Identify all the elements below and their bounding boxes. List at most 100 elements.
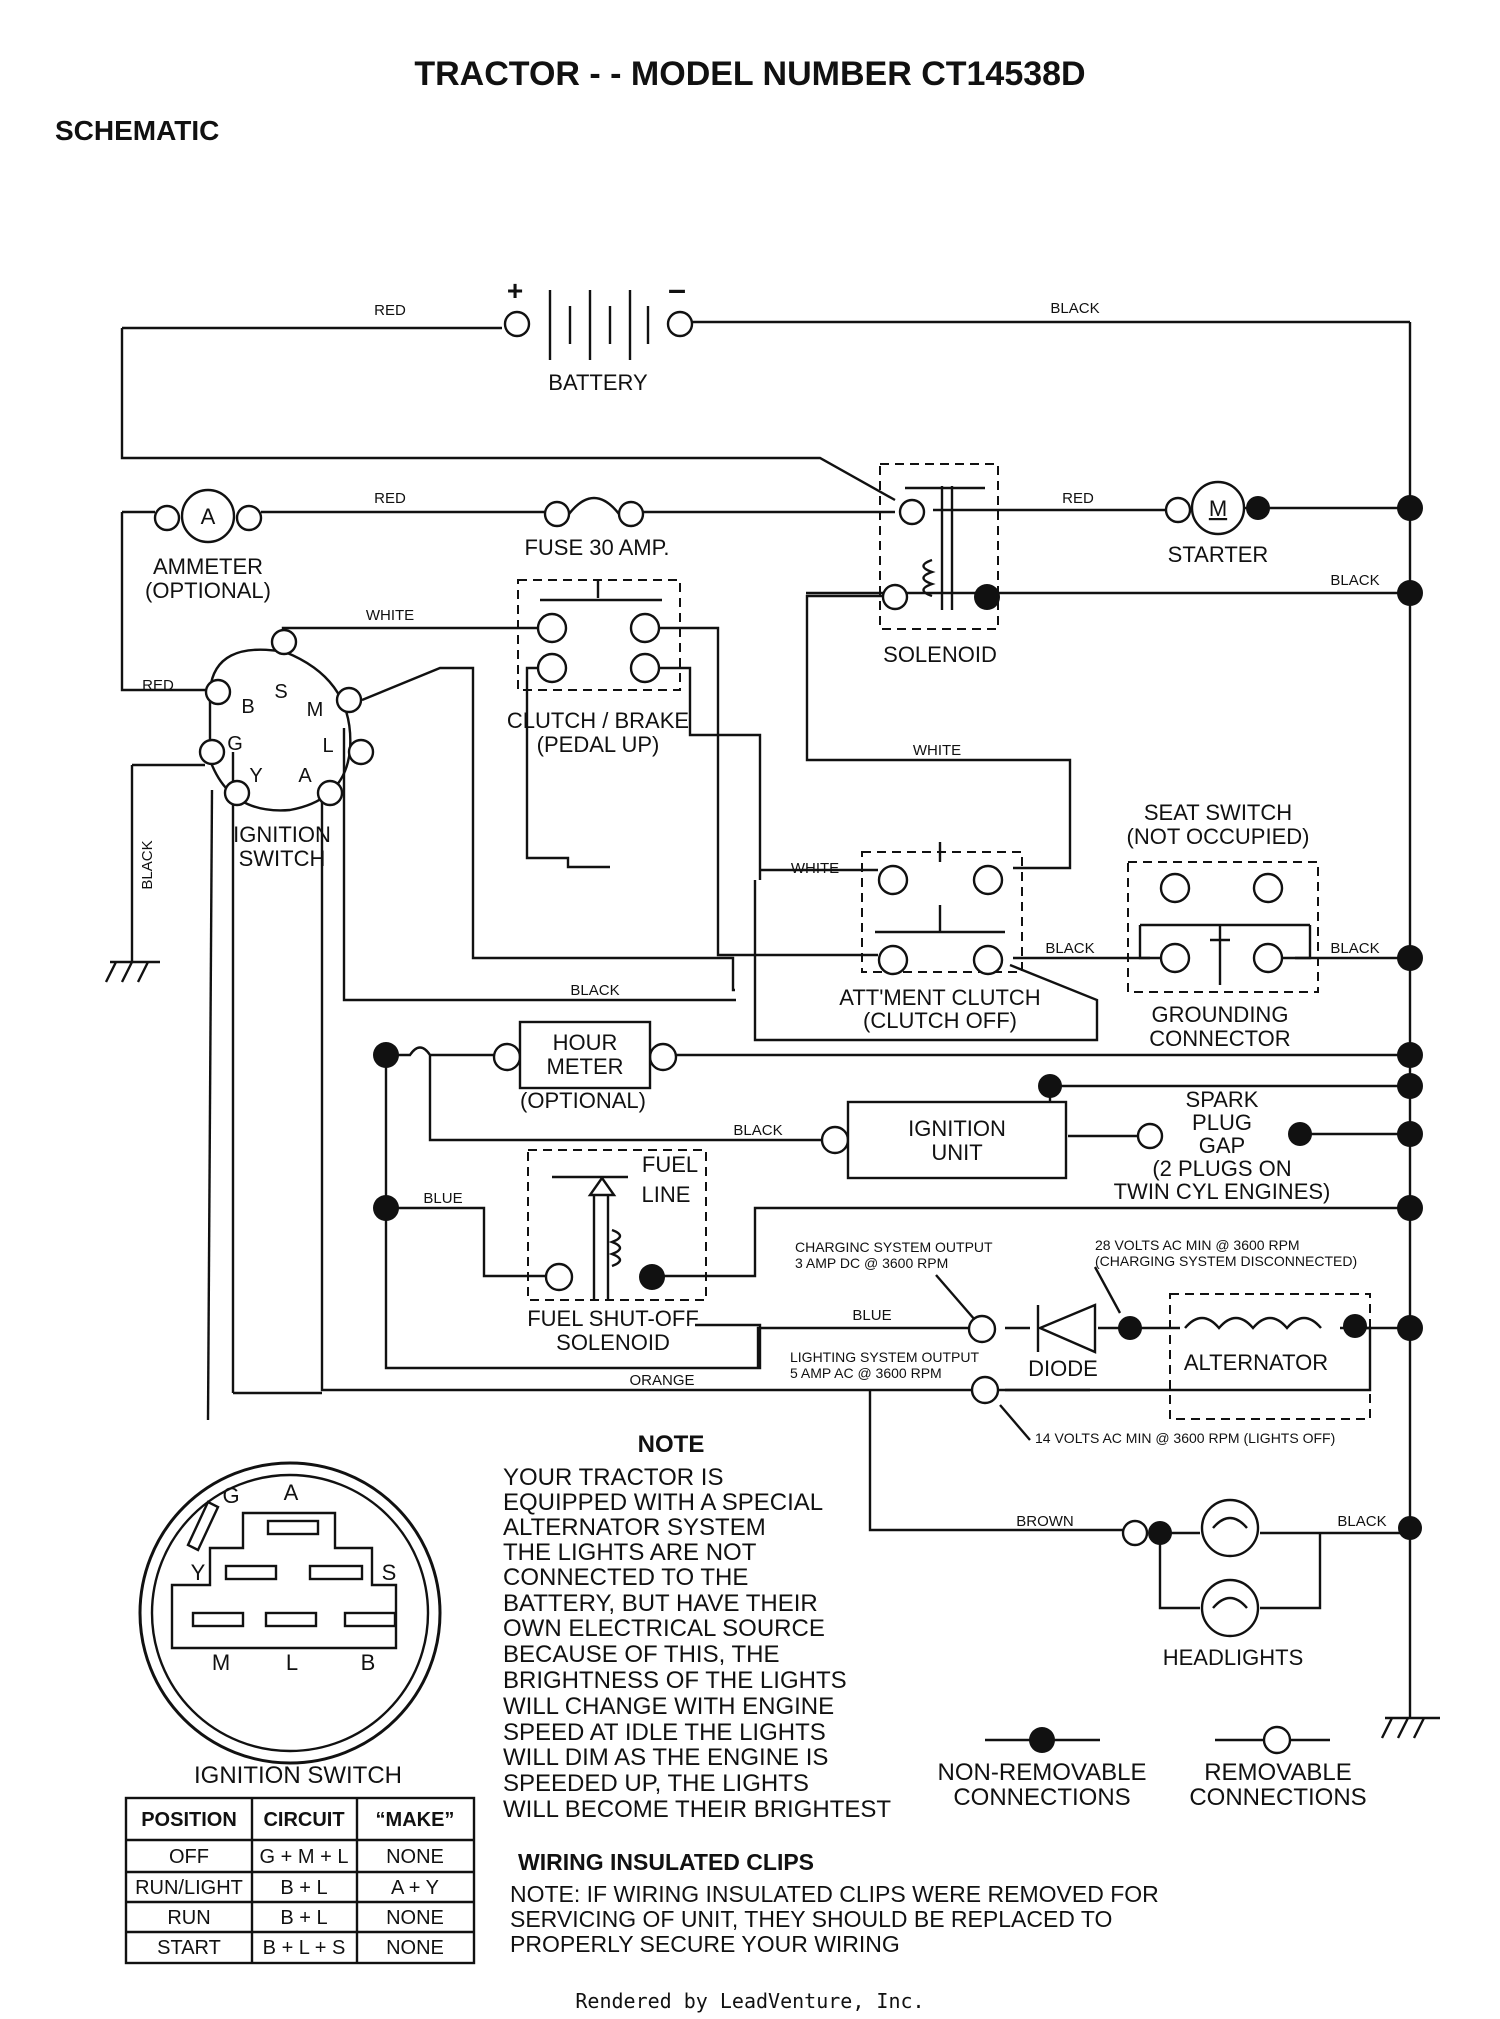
grounding-label-2: CONNECTOR [1149, 1026, 1290, 1051]
face-terminal-s: S [382, 1560, 397, 1585]
wire-label-black: BLACK [1330, 572, 1379, 589]
ignition-switch-label-2: SWITCH [239, 846, 326, 871]
fuse: FUSE 30 AMP. [524, 496, 670, 560]
starter-symbol: M [1209, 496, 1227, 521]
ignition-switch-label-1: IGNITION [233, 822, 331, 847]
note-line: SPEEDED UP, THE LIGHTS [503, 1770, 809, 1797]
fuel-line-label-2: LINE [642, 1182, 691, 1207]
volts28-label-1: 28 VOLTS AC MIN @ 3600 RPM [1095, 1237, 1300, 1253]
legend-non-removable-1: NON-REMOVABLE [938, 1759, 1147, 1786]
ignition-switch-face: G A Y S M L B [138, 1461, 442, 1765]
fuse-label: FUSE 30 AMP. [524, 535, 669, 560]
battery-plus: + [507, 275, 523, 306]
table-cell: NONE [386, 1846, 444, 1868]
note-line: BECAUSE OF THIS, THE [503, 1641, 780, 1668]
ground-symbol-left [104, 960, 160, 983]
wire-label-white: WHITE [366, 607, 414, 624]
table-cell: RUN/LIGHT [135, 1877, 243, 1899]
table-cell: A + Y [391, 1877, 439, 1899]
ammeter-symbol: A [201, 504, 216, 529]
wiring-clips-line: SERVICING OF UNIT, THEY SHOULD BE REPLAC… [510, 1906, 1112, 1932]
starter-label: STARTER [1168, 542, 1269, 567]
spark-plug-label-1: SPARK [1186, 1087, 1259, 1112]
ignition-unit: IGNITION UNIT SPARK PLUG GAP (2 PLUGS ON… [820, 1074, 1331, 1204]
removable-symbol [1262, 1725, 1292, 1755]
headlights: HEADLIGHTS [1121, 1498, 1422, 1670]
wiring-clips-line: PROPERLY SECURE YOUR WIRING [510, 1931, 900, 1957]
ammeter-note: (OPTIONAL) [145, 578, 271, 603]
wire-label-black: BLACK [570, 982, 619, 999]
terminal-g: G [227, 733, 243, 755]
note-line: WILL BECOME THEIR BRIGHTEST [503, 1796, 891, 1823]
note-line: EQUIPPED WITH A SPECIAL [503, 1489, 823, 1516]
attachment-clutch-switch: ATT'MENT CLUTCH (CLUTCH OFF) [839, 842, 1041, 1033]
wiring-clips-note: WIRING INSULATED CLIPS NOTE: IF WIRING I… [510, 1849, 1159, 1957]
table-header-make: “MAKE” [376, 1809, 455, 1831]
ground-symbol-right [1380, 1716, 1440, 1739]
fuel-solenoid: FUEL LINE FUEL SHUT-OFF SOLENOID [373, 1149, 707, 1355]
face-terminal-y: Y [191, 1560, 206, 1585]
wire-label-orange: ORANGE [629, 1372, 694, 1389]
table-cell: START [157, 1937, 221, 1959]
ignition-unit-label-2: UNIT [931, 1140, 982, 1165]
wiring-clips-line: NOTE: IF WIRING INSULATED CLIPS WERE REM… [510, 1881, 1159, 1907]
charging-output-label-2: 3 AMP DC @ 3600 RPM [795, 1255, 948, 1271]
connection-legend: NON-REMOVABLE CONNECTIONS REMOVABLE CONN… [938, 1725, 1367, 1811]
spark-plug-label-2: PLUG [1192, 1110, 1252, 1135]
switch-table-title: IGNITION SWITCH [194, 1762, 402, 1789]
note-line: CONNECTED TO THE [503, 1564, 748, 1591]
wire-label-white: WHITE [913, 742, 961, 759]
bus-connection-dots [1397, 495, 1423, 1341]
section-label: SCHEMATIC [55, 115, 219, 146]
hour-meter-label-2: METER [547, 1054, 624, 1079]
battery-label: BATTERY [548, 370, 648, 395]
table-header-circuit: CIRCUIT [263, 1809, 344, 1831]
spark-plug-label-3: GAP [1199, 1133, 1245, 1158]
battery: + – BATTERY [503, 271, 694, 395]
grounding-label-1: GROUNDING [1152, 1002, 1289, 1027]
wire-label-black: BLACK [1337, 1513, 1386, 1530]
wire-label-black: BLACK [1330, 940, 1379, 957]
face-terminal-m: M [212, 1650, 230, 1675]
note-line: ALTERNATOR SYSTEM [503, 1514, 766, 1541]
clutch-brake-state: (PEDAL UP) [537, 732, 660, 757]
lighting-output-label-1: LIGHTING SYSTEM OUTPUT [790, 1349, 979, 1365]
volts14-label: 14 VOLTS AC MIN @ 3600 RPM (LIGHTS OFF) [1035, 1430, 1335, 1446]
legend-removable-1: REMOVABLE [1204, 1759, 1352, 1786]
wire-label-black: BLACK [1050, 300, 1099, 317]
volts28-label-2: (CHARGING SYSTEM DISCONNECTED) [1095, 1253, 1357, 1269]
spark-plug-label-5: TWIN CYL ENGINES) [1114, 1179, 1331, 1204]
footer-credit: Rendered by LeadVenture, Inc. [575, 1989, 924, 2013]
face-terminal-g: G [222, 1483, 239, 1508]
note-heading: NOTE [638, 1431, 705, 1458]
non-removable-symbol [1029, 1727, 1055, 1753]
table-header-position: POSITION [141, 1809, 237, 1831]
lighting-output-label-2: 5 AMP AC @ 3600 RPM [790, 1365, 942, 1381]
ignition-unit-label-1: IGNITION [908, 1116, 1006, 1141]
note-line: BATTERY, BUT HAVE THEIR [503, 1590, 818, 1617]
spark-plug-label-4: (2 PLUGS ON [1152, 1156, 1291, 1181]
wire-color-labels: RED BLACK RED RED BLACK WHITE RED WHITE … [139, 300, 1387, 1530]
note-line: YOUR TRACTOR IS [503, 1464, 723, 1491]
terminal-m: M [307, 699, 324, 721]
wire-label-red: RED [374, 490, 406, 507]
wire-label-brown: BROWN [1016, 1513, 1074, 1530]
table-cell: B + L [280, 1877, 327, 1899]
ammeter: A AMMETER (OPTIONAL) [145, 488, 271, 603]
diode-label: DIODE [1028, 1356, 1098, 1381]
wire-label-black: BLACK [733, 1122, 782, 1139]
table-cell: B + L + S [263, 1937, 346, 1959]
wire-label-red: RED [1062, 490, 1094, 507]
wires [120, 320, 1412, 1718]
table-cell: NONE [386, 1937, 444, 1959]
headlights-label: HEADLIGHTS [1163, 1645, 1304, 1670]
table-cell: OFF [169, 1846, 209, 1868]
table-cell: G + M + L [260, 1846, 349, 1868]
fuel-line-label-1: FUEL [642, 1152, 698, 1177]
charging-system: DIODE ALTERNATOR CHARGINC SYSTEM OUTPUT … [790, 1237, 1371, 1446]
wire-label-black: BLACK [139, 840, 156, 889]
page-title: TRACTOR - - MODEL NUMBER CT14538D [414, 55, 1085, 93]
fuel-solenoid-label-1: FUEL SHUT-OFF [527, 1306, 699, 1331]
alternator-label: ALTERNATOR [1184, 1350, 1328, 1375]
clutch-brake-label: CLUTCH / BRAKE [507, 708, 689, 733]
